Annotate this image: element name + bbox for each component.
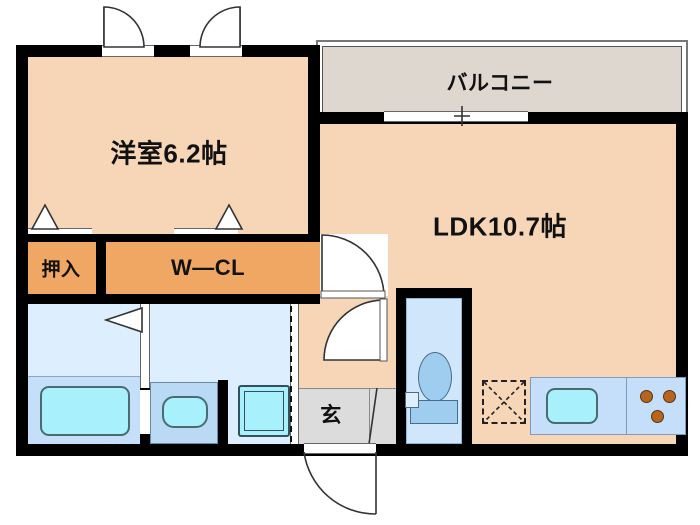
oshiire-door-pull-icon <box>30 203 60 230</box>
bedroom-label: 洋室6.2帖 <box>110 138 228 169</box>
bath-door-fold-icon <box>103 306 143 334</box>
hall-sliding-track-icon <box>290 306 292 442</box>
kitchen-sink <box>546 388 598 424</box>
bedroom-window-left-swing-icon <box>103 6 145 48</box>
toilet-bowl <box>418 352 452 402</box>
entrance-door-sash[interactable] <box>304 443 376 454</box>
closet-divider-wall <box>96 234 106 302</box>
wcl-floor <box>106 242 320 294</box>
exterior-wall-left <box>16 45 28 456</box>
bath-door[interactable] <box>140 304 150 388</box>
stove-burner-rear-right <box>663 390 676 403</box>
balcony-floor <box>322 46 682 114</box>
oshiire-label: 押入 <box>41 259 81 281</box>
balcony-label: バルコニー <box>446 72 554 95</box>
toilet-wall-top <box>396 288 472 298</box>
entrance-door[interactable] <box>302 451 382 518</box>
stove-burner-front <box>651 410 664 423</box>
exterior-wall-right <box>676 112 688 456</box>
balcony-sliding-door-mark-icon <box>454 106 470 126</box>
washer-pan-inner <box>244 391 284 431</box>
wcl-door-pull-icon <box>214 203 244 230</box>
toilet-wall-left <box>396 296 406 444</box>
oshiire-floor <box>28 242 96 294</box>
vanity-divider-wall <box>218 380 228 444</box>
fridge-space-cross-icon <box>483 381 525 423</box>
bedroom-floor <box>28 57 320 234</box>
stove-burner-rear-left <box>640 390 653 403</box>
genkan-step-edge <box>369 388 370 444</box>
genkan-floor <box>299 388 405 444</box>
ldk-hall-door[interactable] <box>320 233 392 299</box>
vanity-sink <box>162 396 208 428</box>
interior-wall-bedroom-ldk <box>308 45 320 295</box>
closet-band-wall-top <box>16 234 320 242</box>
fridge-space <box>482 380 526 424</box>
wcl-label: W—CL <box>170 255 246 280</box>
ldk-label: LDK10.7帖 <box>432 211 568 242</box>
hall-toilet-door[interactable] <box>322 298 392 364</box>
bedroom-window-right-swing-icon <box>199 6 241 48</box>
genkan-label: 玄 <box>320 404 342 427</box>
toilet-wall-right <box>462 288 472 444</box>
toilet-paper-holder-icon <box>405 392 419 408</box>
bathtub <box>40 386 130 436</box>
exterior-wall-top-left <box>16 45 320 57</box>
closet-band-wall-bottom <box>16 294 320 304</box>
genkan-step-diagonal-icon <box>368 387 378 445</box>
kitchen-counter-divider <box>626 377 627 435</box>
